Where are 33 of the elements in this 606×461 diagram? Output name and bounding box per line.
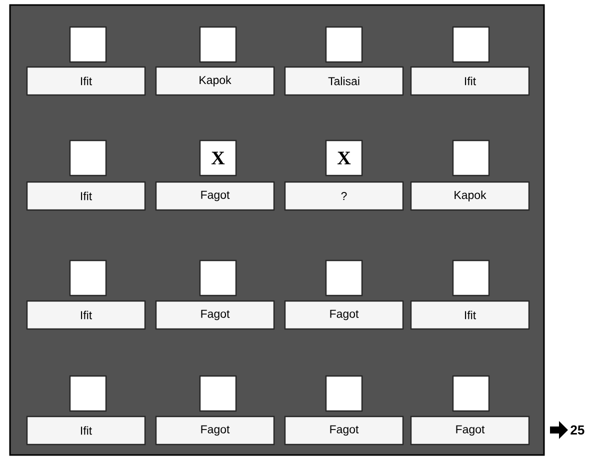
check-square	[325, 375, 363, 412]
check-square	[69, 140, 107, 176]
check-square	[199, 375, 237, 412]
check-square	[325, 26, 363, 63]
name-label: Talisai	[284, 66, 404, 96]
name-label: Kapok	[410, 181, 530, 211]
check-square	[325, 260, 363, 296]
name-label: Ifit	[26, 66, 146, 96]
check-square	[69, 26, 107, 63]
name-label: Fagot	[155, 416, 275, 446]
check-square	[199, 26, 237, 63]
name-label: Fagot	[155, 181, 275, 211]
check-square	[69, 375, 107, 412]
name-label: Kapok	[155, 66, 275, 96]
name-label: Fagot	[284, 300, 404, 330]
page-number: 25	[570, 425, 584, 435]
name-label: Ifit	[26, 181, 146, 211]
check-square: X	[325, 140, 363, 176]
name-label: Ifit	[410, 66, 530, 96]
name-label: Fagot	[155, 300, 275, 330]
check-square: X	[199, 140, 237, 176]
name-label: ?	[284, 181, 404, 211]
check-square	[452, 260, 490, 296]
name-label: Fagot	[410, 416, 530, 446]
check-square	[452, 26, 490, 63]
name-label: Ifit	[26, 416, 146, 446]
name-label: Fagot	[284, 416, 404, 446]
check-square	[452, 375, 490, 412]
check-square	[452, 140, 490, 176]
check-square	[199, 260, 237, 296]
check-square	[69, 260, 107, 296]
name-label: Ifit	[410, 300, 530, 330]
name-label: Ifit	[26, 300, 146, 330]
